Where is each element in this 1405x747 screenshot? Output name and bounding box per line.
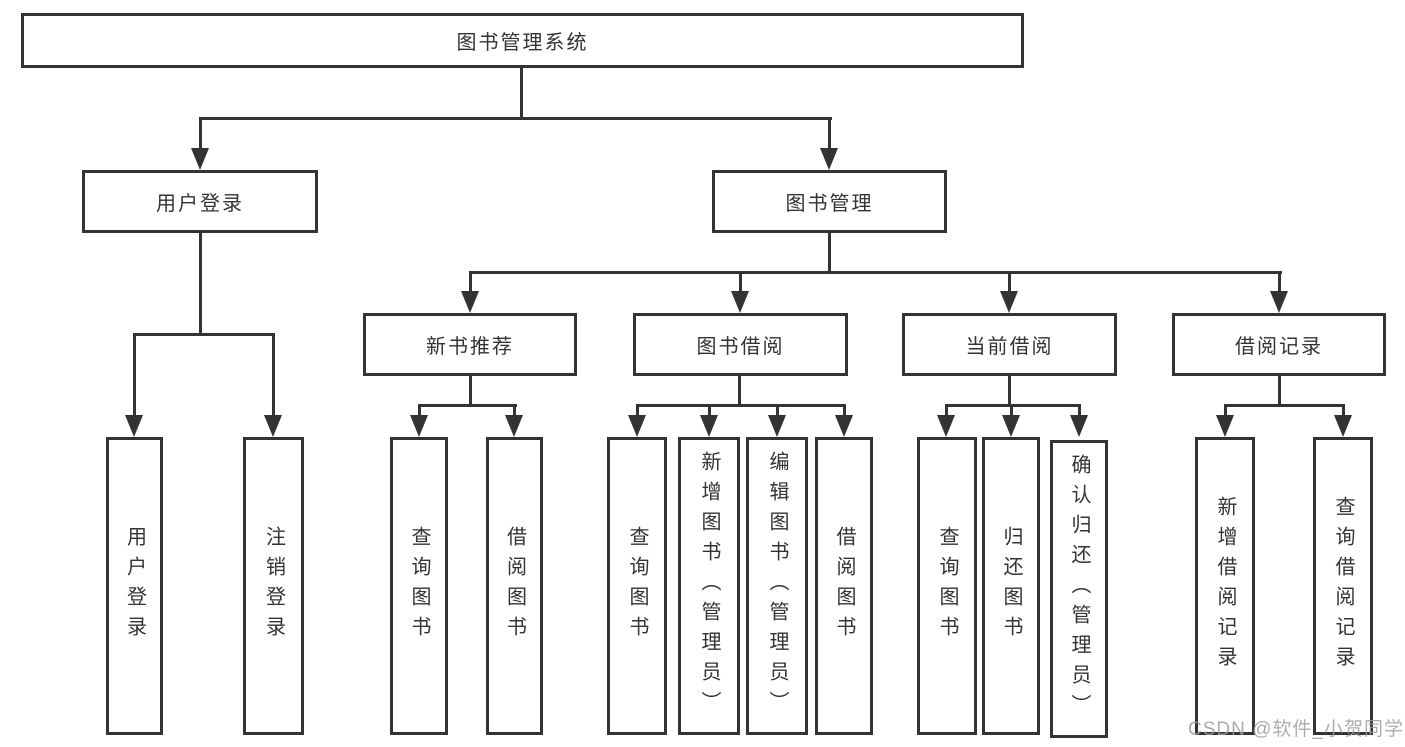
connector-stem — [945, 404, 948, 418]
connector-user-login-trunk — [199, 233, 202, 336]
connector-stem — [418, 404, 421, 418]
arrow-down-icon — [1000, 291, 1018, 313]
arrow-down-icon — [191, 148, 209, 170]
connector-stem-leaf-user-login — [133, 333, 136, 417]
leaf-query-books-2: 查询图书 — [607, 437, 667, 735]
arrow-down-icon — [1070, 415, 1088, 437]
connector-stem-leaf-logout — [272, 333, 275, 417]
leaf-logout: 注销登录 — [243, 437, 304, 735]
arrow-down-icon — [1216, 415, 1234, 437]
csdn-watermark: CSDN @软件_小贺同学 — [1188, 719, 1404, 740]
node-user-login: 用户登录 — [82, 170, 318, 233]
connector-book-borrow-trunk — [738, 376, 741, 407]
leaf-edit-book-admin: 编辑图书（管理员） — [746, 437, 808, 735]
connector-new-book-branch — [418, 404, 517, 407]
arrow-down-icon — [264, 415, 282, 437]
connector-stem-new-book — [469, 271, 472, 293]
arrow-down-icon — [461, 291, 479, 313]
arrow-down-icon — [731, 291, 749, 313]
connector-stem — [1224, 404, 1227, 418]
connector-current-borrow-trunk — [1008, 376, 1011, 407]
node-current-borrowing: 当前借阅 — [902, 313, 1117, 376]
leaf-confirm-return-admin: 确认归还（管理员） — [1050, 440, 1108, 738]
connector-stem — [1342, 404, 1345, 418]
arrow-down-icon — [937, 415, 955, 437]
connector-stem — [636, 404, 639, 418]
connector-borrow-records-trunk — [1278, 376, 1281, 407]
connector-stem-borrow-records — [1278, 271, 1281, 293]
leaf-query-books-3: 查询图书 — [917, 437, 977, 735]
arrow-down-icon — [768, 415, 786, 437]
connector-book-management-trunk — [828, 233, 831, 274]
connector-book-borrow-branch — [636, 404, 846, 407]
node-library-management-system: 图书管理系统 — [21, 13, 1024, 68]
leaf-return-books: 归还图书 — [982, 437, 1040, 735]
connector-current-borrow-branch — [945, 404, 1081, 407]
node-borrowing-records: 借阅记录 — [1172, 313, 1386, 376]
connector-stem-book-management — [828, 117, 831, 151]
arrow-down-icon — [628, 415, 646, 437]
node-book-management: 图书管理 — [712, 170, 947, 233]
connector-stem-current-borrow — [1008, 271, 1011, 293]
node-new-book-recommendation: 新书推荐 — [363, 313, 577, 376]
node-book-borrowing: 图书借阅 — [633, 313, 848, 376]
leaf-add-book-admin: 新增图书（管理员） — [678, 437, 740, 735]
leaf-borrow-books-2: 借阅图书 — [815, 437, 873, 735]
arrow-down-icon — [1334, 415, 1352, 437]
connector-stem — [1010, 404, 1013, 418]
leaf-user-login: 用户登录 — [106, 437, 163, 735]
connector-stem — [1078, 404, 1081, 418]
connector-stem — [776, 404, 779, 418]
connector-stem-book-borrow — [739, 271, 742, 293]
leaf-query-books-1: 查询图书 — [390, 437, 448, 735]
connector-borrow-records-branch — [1224, 404, 1345, 407]
arrow-down-icon — [835, 415, 853, 437]
arrow-down-icon — [410, 415, 428, 437]
arrow-down-icon — [1270, 291, 1288, 313]
arrow-down-icon — [505, 415, 523, 437]
arrow-down-icon — [820, 148, 838, 170]
connector-stem-user-login — [199, 117, 202, 151]
connector-root-branch — [199, 117, 832, 120]
leaf-query-borrow-record: 查询借阅记录 — [1313, 437, 1373, 735]
arrow-down-icon — [125, 415, 143, 437]
connector-stem — [708, 404, 711, 418]
connector-user-login-branch — [133, 333, 274, 336]
connector-new-book-trunk — [469, 376, 472, 407]
connector-root-trunk — [520, 68, 523, 119]
connector-stem — [513, 404, 516, 418]
arrow-down-icon — [700, 415, 718, 437]
leaf-add-borrow-record: 新增借阅记录 — [1195, 437, 1255, 735]
connector-book-management-branch — [469, 271, 1282, 274]
leaf-borrow-books-1: 借阅图书 — [486, 437, 543, 735]
connector-stem — [843, 404, 846, 418]
arrow-down-icon — [1002, 415, 1020, 437]
